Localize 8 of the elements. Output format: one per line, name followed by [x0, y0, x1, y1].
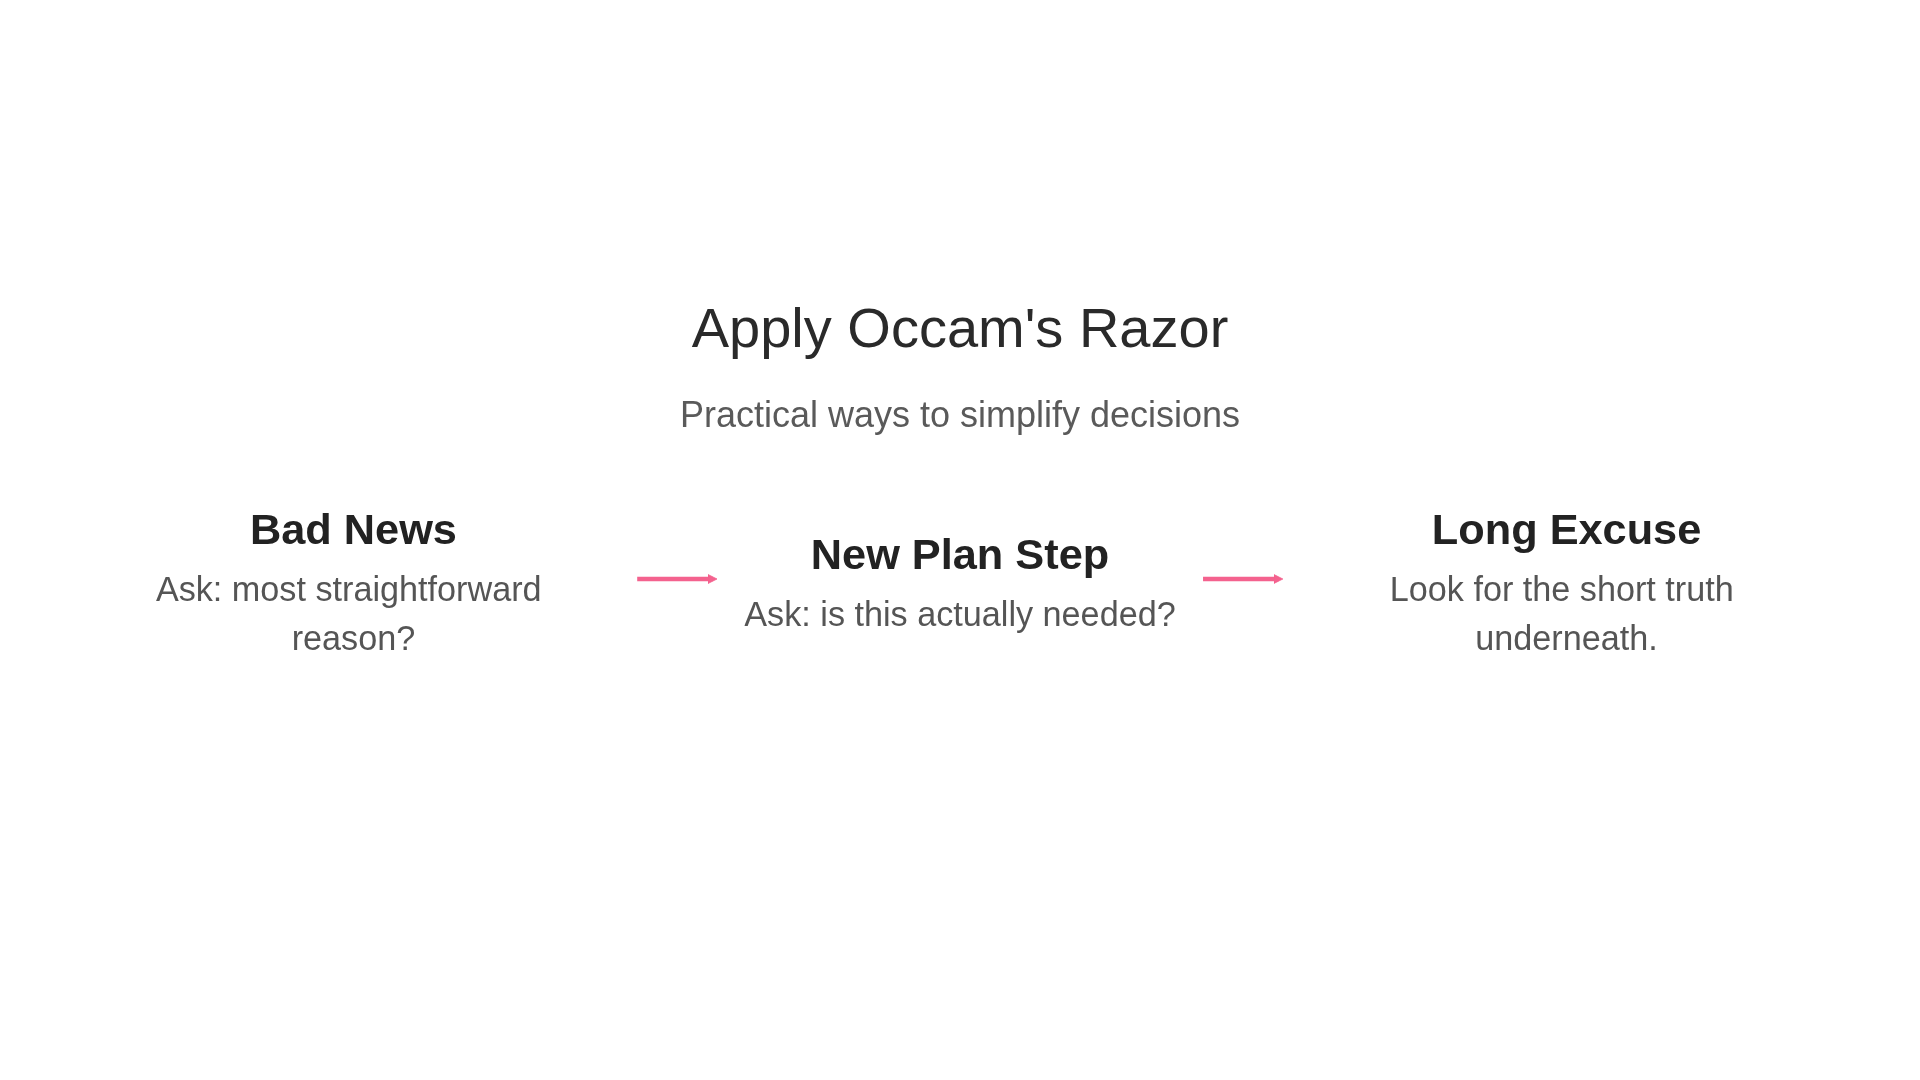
flow-diagram: Bad News Ask: most straightforward reason? New Plan Step Ask: is this actually needed? Long Excuse Look for the short truth underneath.	[60, 471, 1860, 686]
node-text: Bad News Ask: most straightforward reason?	[155, 504, 542, 657]
arrow	[637, 573, 718, 584]
node-text: New Plan Step Ask: is this actually needed?	[744, 529, 1176, 632]
arrow	[1203, 573, 1284, 584]
subtitle: Practical ways to simplify decisions	[679, 393, 1241, 436]
title: Apply Occam's Razor	[691, 294, 1229, 360]
node-text: Long Excuse Look for the short truth underneath.	[1389, 504, 1734, 657]
